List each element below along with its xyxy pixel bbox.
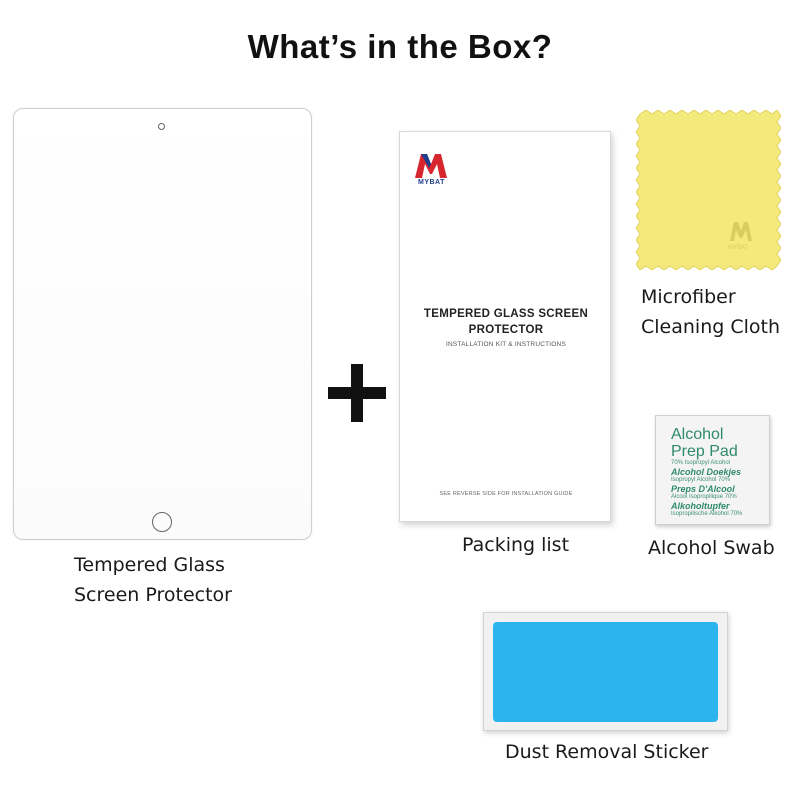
packing-footer: SEE REVERSE SIDE FOR INSTALLATION GUIDE [439,491,573,497]
camera-hole-icon [158,123,165,130]
microfiber-cloth-image: MYBAT [636,110,781,270]
packing-heading-line2: PROTECTOR [468,324,544,336]
swab-line6: Preps D'Alcool [671,484,735,494]
swab-line1: Alcohol [671,426,724,443]
page-title: What’s in the Box? [247,28,553,65]
swab-line2: Prep Pad [671,443,738,460]
home-button-icon [152,512,172,532]
sticker-blue-panel [493,622,718,722]
swab-line9: Isopropilische Alkohol 70% [671,511,743,517]
swab-caption: Alcohol Swab [648,537,775,559]
plus-icon [328,364,386,422]
packing-heading: TEMPERED GLASS SCREEN PROTECTOR [400,306,612,338]
swab-line3: 70% Isopropyl Alcohol [671,460,731,466]
packing-caption: Packing list [462,534,570,556]
cloth-watermark: MYBAT [728,222,752,251]
packing-subheading: INSTALLATION KIT & INSTRUCTIONS [446,341,566,348]
svg-text:MYBAT: MYBAT [728,245,749,251]
glass-caption: Tempered Glass Screen Protector [74,550,232,610]
glass-caption-line1: Tempered Glass [74,554,225,576]
packing-heading-line1: TEMPERED GLASS SCREEN [423,308,589,320]
glass-caption-line2: Screen Protector [74,584,232,606]
sticker-caption: Dust Removal Sticker [505,741,709,763]
cloth-caption-line1: Microfiber [641,286,736,308]
cloth-caption-line2: Cleaning Cloth [641,316,781,338]
tempered-glass-image [13,108,312,540]
cloth-caption: Microfiber Cleaning Cloth [641,282,780,342]
swab-line7: Alcool Isopropilique 70% [671,494,737,500]
alcohol-swab-image: Alcohol Prep Pad 70% Isopropyl Alcohol A… [655,415,770,525]
mybat-logo-icon [415,154,447,178]
swab-line5: Isopropyl Alcohol 70% [671,477,731,483]
swab-line4: Alcohol Doekjes [671,467,742,477]
packing-list-image: MYBAT TEMPERED GLASS SCREEN PROTECTOR IN… [399,131,611,522]
swab-line8: Alkoholtupfer [671,501,730,511]
packing-brand: MYBAT [418,179,445,186]
dust-removal-sticker-image [483,612,728,731]
